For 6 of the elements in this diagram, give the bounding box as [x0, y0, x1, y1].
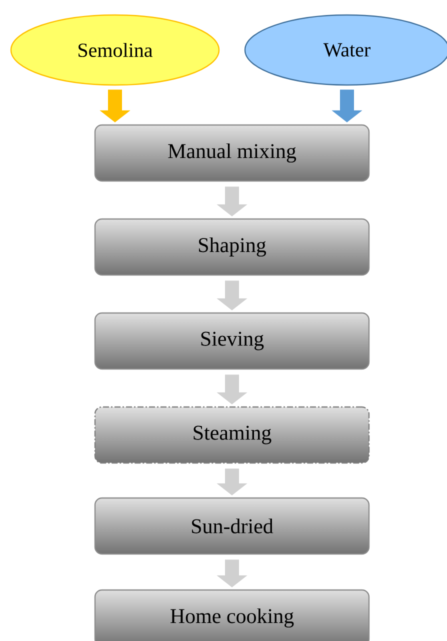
process-box: Sieving: [94, 312, 370, 370]
process-box: Manual mixing: [94, 124, 370, 182]
process-box: Sun-dried: [94, 497, 370, 555]
process-box: Steaming: [94, 406, 370, 464]
process-box: Shaping: [94, 218, 370, 276]
process-box: Home cooking: [94, 589, 370, 641]
